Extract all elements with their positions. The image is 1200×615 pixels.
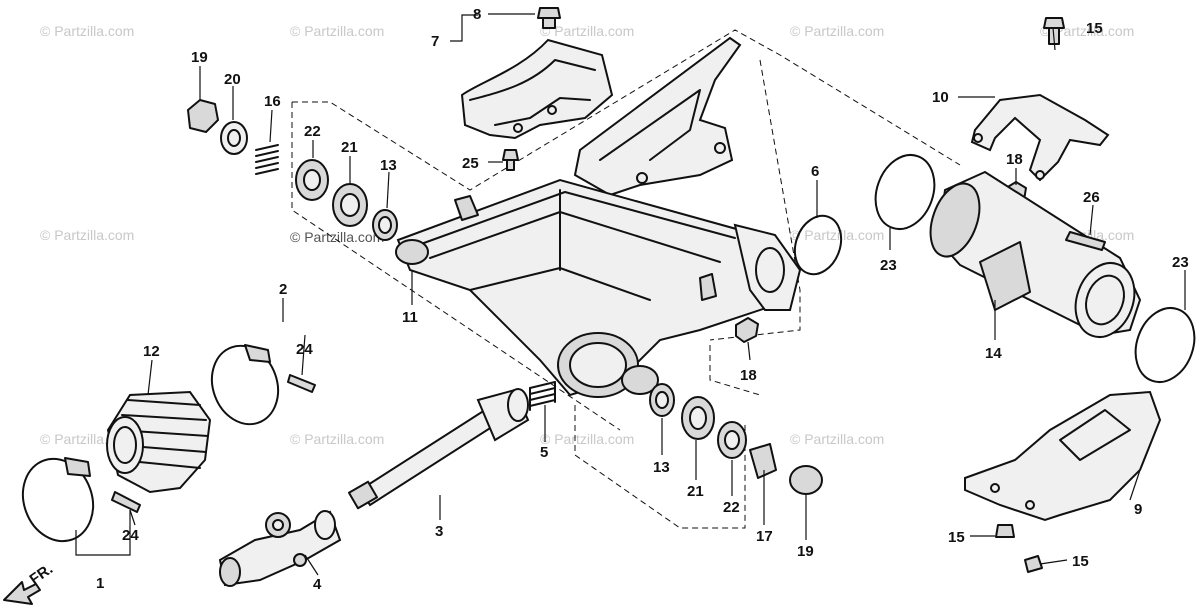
part-10-clamp-bracket bbox=[970, 93, 1110, 182]
callout-13: 13 bbox=[380, 157, 397, 174]
callout-10: 10 bbox=[932, 89, 949, 106]
callout-16: 16 bbox=[264, 93, 281, 110]
part-14-housing bbox=[929, 170, 1142, 338]
leader-lines bbox=[75, 13, 1186, 576]
callout-19: 19 bbox=[191, 49, 208, 66]
callout-24: 24 bbox=[296, 341, 313, 358]
part-19-nut bbox=[789, 465, 823, 495]
callout-26: 26 bbox=[1083, 189, 1100, 206]
left-bearing-stack bbox=[187, 99, 398, 241]
watermark: © Partzilla.com bbox=[790, 23, 884, 39]
callout-17: 17 bbox=[756, 528, 773, 545]
callout-3: 3 bbox=[435, 523, 443, 540]
watermark: © Partzilla.com bbox=[290, 431, 384, 447]
assembly-guide-lines bbox=[291, 29, 961, 529]
boot-clamps bbox=[21, 344, 280, 543]
right-bearing-stack bbox=[649, 383, 823, 495]
part-23-o-ring bbox=[874, 154, 936, 230]
callout-21: 21 bbox=[341, 139, 358, 156]
watermark: © Partzilla.com bbox=[40, 23, 134, 39]
part-3-drive-shaft bbox=[347, 388, 530, 510]
o-rings bbox=[793, 154, 1196, 383]
callout-23: 23 bbox=[880, 257, 897, 274]
callout-4: 4 bbox=[313, 576, 322, 593]
part-11-swingarm bbox=[395, 178, 802, 398]
front-label: FR. bbox=[27, 560, 57, 588]
part-8-bolt bbox=[537, 7, 561, 29]
callout-14: 14 bbox=[985, 345, 1002, 362]
part-4-universal-joint bbox=[218, 510, 342, 587]
callout-2: 2 bbox=[279, 281, 287, 298]
part-5-spring bbox=[529, 381, 556, 411]
callout-13: 13 bbox=[653, 459, 670, 476]
part-17-bolt bbox=[749, 443, 777, 479]
part-7-upper-guard bbox=[460, 38, 614, 140]
callout-23: 23 bbox=[1172, 254, 1189, 271]
callout-11: 11 bbox=[402, 309, 418, 326]
callout-15: 15 bbox=[1072, 553, 1089, 570]
part-20-washer bbox=[220, 121, 248, 155]
callout-8: 8 bbox=[473, 6, 481, 23]
part-16-spring bbox=[255, 144, 279, 175]
watermark: © Partzilla.com bbox=[40, 227, 134, 243]
callout-24: 24 bbox=[122, 527, 139, 544]
watermark: © Partzilla.com bbox=[290, 23, 384, 39]
part-1-clamp bbox=[21, 457, 95, 543]
part-6-o-ring bbox=[793, 214, 843, 276]
callout-12: 12 bbox=[143, 343, 160, 360]
callouts: 8 7 19 20 16 22 21 13 25 6 10 15 18 26 2… bbox=[96, 6, 1189, 593]
callout-9: 9 bbox=[1134, 501, 1142, 518]
part-9-lower-guard bbox=[964, 390, 1162, 522]
callout-15: 15 bbox=[1086, 20, 1103, 37]
callout-18: 18 bbox=[740, 367, 757, 384]
callout-21: 21 bbox=[687, 483, 704, 500]
callout-22: 22 bbox=[304, 123, 321, 140]
callout-1: 1 bbox=[96, 575, 104, 592]
part-23-o-ring bbox=[1134, 307, 1196, 383]
callout-6: 6 bbox=[811, 163, 819, 180]
callout-19: 19 bbox=[797, 543, 814, 560]
part-19-nut bbox=[187, 99, 219, 133]
callout-7: 7 bbox=[431, 33, 439, 50]
callout-20: 20 bbox=[224, 71, 241, 88]
part-24-screws bbox=[111, 374, 316, 513]
callout-5: 5 bbox=[540, 444, 548, 461]
watermark: © Partzilla.com bbox=[790, 431, 884, 447]
part-2-clamp bbox=[210, 344, 280, 426]
watermark: © Partzilla.com bbox=[790, 227, 884, 243]
watermark: © Partzilla.com bbox=[540, 23, 634, 39]
part-25-bolt bbox=[502, 149, 519, 171]
callout-18: 18 bbox=[1006, 151, 1023, 168]
part-12-boot bbox=[106, 390, 212, 494]
front-direction-arrow: FR. bbox=[3, 560, 57, 605]
callout-22: 22 bbox=[723, 499, 740, 516]
callout-15: 15 bbox=[948, 529, 965, 546]
watermark: © Partzilla.com bbox=[290, 229, 384, 245]
watermark: © Partzilla.com bbox=[540, 431, 634, 447]
part-26-bolt bbox=[1065, 231, 1106, 251]
callout-25: 25 bbox=[462, 155, 479, 172]
